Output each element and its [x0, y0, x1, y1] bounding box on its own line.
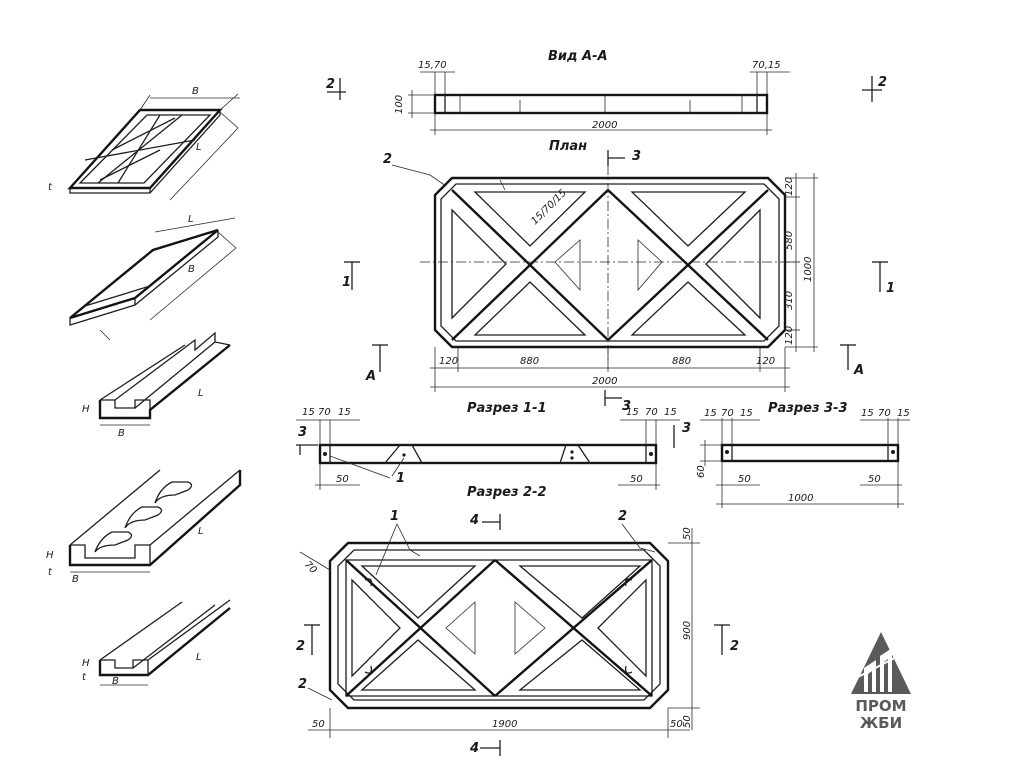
dim-s33-left-70: 70	[721, 408, 734, 419]
dim-view-length: 2000	[592, 120, 617, 131]
dim-s33-1000: 1000	[788, 493, 813, 504]
plan-title: План	[549, 139, 587, 154]
iso-channel-ribbed: В H t L	[46, 469, 242, 585]
section-1-1: Разрез 1-1 15 70 15 15 70 15 50 50 1 3	[296, 401, 691, 490]
cut-4-top: 4	[469, 513, 479, 528]
cut-3-top: 3	[632, 149, 641, 164]
section-3-3: Разрез 3-3 15 70 15 15 70 15 60 50 50 10…	[696, 401, 910, 508]
cut-4-bottom: 4	[469, 741, 479, 756]
iso-grid-panel: В L t	[48, 86, 240, 201]
dim-s22-50-top: 50	[682, 527, 693, 540]
callout-s11-1: 1	[396, 471, 405, 486]
cut-1-right: 1	[886, 281, 895, 296]
callout-s22-2-bottom: 2	[298, 677, 307, 692]
dim-plan-880-right: 880	[672, 356, 691, 367]
dim-plan-r-120-bottom: 120	[784, 326, 795, 345]
dim-s11-50-left: 50	[336, 474, 349, 485]
dim-s33-50-right: 50	[868, 474, 881, 485]
dim-s33-left-15b: 15	[740, 408, 753, 419]
dim-s22-50-left: 50	[312, 719, 325, 730]
iso-label-b4: В	[72, 574, 79, 585]
cut-2-s22-left: 2	[296, 639, 305, 654]
dim-s11-left-15a: 15	[302, 407, 315, 418]
dim-s33-50-left: 50	[738, 474, 751, 485]
cut-3-bottom: 3	[622, 399, 631, 414]
view-a-a-title: Вид А-А	[548, 49, 608, 64]
section-22-title: Разрез 2-2	[467, 485, 547, 500]
callout-plan-2: 2	[383, 152, 392, 167]
dim-s22-900: 900	[682, 621, 693, 640]
logo-line-2: ЖБИ	[859, 714, 903, 732]
dim-view-height: 100	[394, 95, 405, 114]
dim-plan-r-580: 580	[784, 231, 795, 250]
dim-s33-left-15a: 15	[704, 408, 717, 419]
iso-label-t1: t	[48, 182, 53, 193]
section-2-2: Разрез 2-2 1 2 2 70 50 900	[296, 485, 739, 756]
view-a-a: Вид А-А 15,70 70,15 100 2000 2 2	[326, 49, 887, 135]
iso-label-l3: L	[198, 388, 204, 399]
dim-s11-50-right: 50	[630, 474, 643, 485]
iso-label-h3: H	[82, 404, 90, 415]
iso-label-l1: L	[196, 142, 202, 153]
cut-2-s22-right: 2	[730, 639, 739, 654]
dim-plan-2000: 2000	[592, 376, 617, 387]
logo-line-1: ПРОМ	[855, 697, 907, 715]
dim-s11-right-15a: 15	[626, 407, 639, 418]
dim-plan-diag: 15/70/15	[529, 188, 569, 228]
dim-s22-50-bottom: 50	[682, 715, 693, 728]
dim-plan-r-120-top: 120	[784, 177, 795, 196]
dim-plan-r-1000: 1000	[803, 257, 814, 282]
iso-label-b2: В	[188, 264, 195, 275]
dim-s33-right-15b: 15	[897, 408, 910, 419]
callout-s22-2-top: 2	[618, 509, 627, 524]
section-33-title: Разрез 3-3	[768, 401, 848, 416]
prom-zhbi-logo: ПРОМ ЖБИ	[846, 630, 916, 740]
section-11-title: Разрез 1-1	[467, 401, 547, 416]
cut-3-s11-left: 3	[298, 425, 307, 440]
dim-s11-right-70: 70	[645, 407, 658, 418]
iso-label-l4: L	[198, 526, 204, 537]
cut-3-s11-right: 3	[682, 421, 691, 436]
cut-2-left-top: 2	[326, 77, 335, 92]
cut-1-left: 1	[342, 275, 351, 290]
iso-label-h5: H	[82, 658, 90, 669]
iso-label-l2: L	[188, 214, 194, 225]
iso-label-t4: t	[48, 567, 53, 578]
plan-view: План 15/70/15 2 120 880 880	[342, 139, 895, 414]
iso-channel-plain: В H L	[82, 331, 231, 439]
dim-s22-50-right: 50	[670, 719, 683, 730]
dim-s22-1900: 1900	[492, 719, 517, 730]
dim-s33-right-70: 70	[878, 408, 891, 419]
dim-plan-880-left: 880	[520, 356, 539, 367]
dim-plan-120-right: 120	[756, 356, 775, 367]
callout-s22-1: 1	[390, 509, 399, 524]
dim-s11-left-70: 70	[318, 407, 331, 418]
dim-view-left: 15,70	[418, 60, 447, 71]
cut-2-right-top: 2	[878, 75, 887, 90]
dim-plan-r-310: 310	[784, 291, 795, 310]
dim-plan-120-left: 120	[439, 356, 458, 367]
iso-label-t5: t	[82, 672, 87, 683]
dim-s33-right-15a: 15	[861, 408, 874, 419]
dim-s33-60: 60	[696, 465, 707, 478]
iso-label-b1: В	[192, 86, 199, 97]
iso-label-b3: В	[118, 428, 125, 439]
iso-label-b5: В	[112, 676, 119, 687]
dim-view-right: 70,15	[752, 60, 781, 71]
iso-label-l5: L	[196, 652, 202, 663]
logo-emblem	[851, 632, 911, 694]
cut-a-right: А	[853, 363, 864, 378]
iso-channel-lower: В H t L	[82, 599, 231, 687]
dim-s11-left-15b: 15	[338, 407, 351, 418]
cut-a-left: А	[365, 369, 376, 384]
iso-flat-slab: L В	[69, 214, 237, 341]
dim-s11-right-15b: 15	[664, 407, 677, 418]
iso-label-h4: H	[46, 550, 54, 561]
